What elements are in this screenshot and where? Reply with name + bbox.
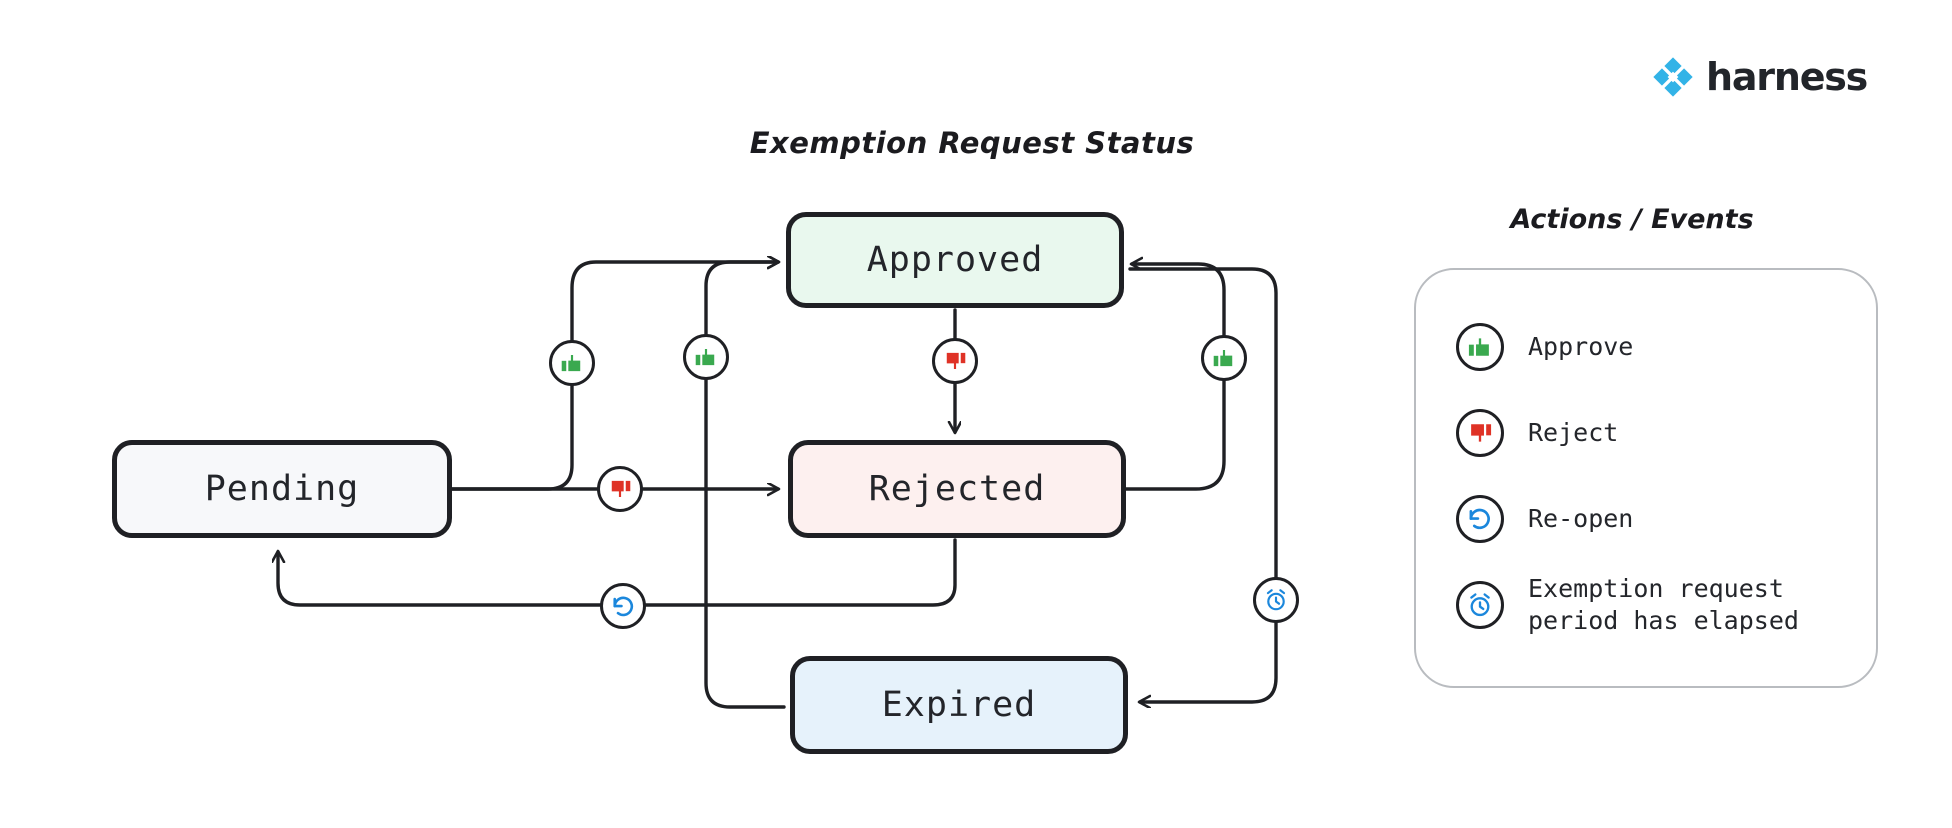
state-label-expired: Expired — [881, 685, 1037, 725]
thumbs-up-icon — [1456, 323, 1504, 371]
edge-pending-approved — [450, 262, 778, 491]
legend-item-approve: Approve — [1416, 304, 1876, 390]
edge-badge-reopen-rejected-pending[interactable] — [600, 583, 646, 629]
legend-title: Actions / Events — [1510, 204, 1754, 235]
edge-badge-elapsed-approved-expired[interactable] — [1253, 577, 1299, 623]
thumbs-up-icon — [1213, 349, 1233, 367]
legend-item-reopen: Re-open — [1416, 476, 1876, 562]
diagram-title: Exemption Request Status — [749, 126, 1195, 160]
legend-item-reject: Reject — [1416, 390, 1876, 476]
edge-rejected-approved — [1124, 264, 1226, 491]
state-label-pending: Pending — [204, 469, 360, 509]
harness-logo: harness — [1650, 54, 1868, 100]
alarm-clock-icon — [1266, 589, 1286, 611]
state-label-rejected: Rejected — [868, 469, 1046, 509]
state-node-expired[interactable]: Expired — [790, 656, 1128, 754]
thumbs-up-icon — [561, 354, 581, 372]
edge-badge-approve-rejected-approved[interactable] — [1201, 335, 1247, 381]
edge-badge-approve-pending-approved[interactable] — [549, 340, 595, 386]
state-label-approved: Approved — [866, 240, 1044, 280]
legend-label-approve: Approve — [1528, 332, 1634, 361]
thumbs-down-icon — [1456, 409, 1504, 457]
state-node-rejected[interactable]: Rejected — [788, 440, 1126, 538]
edge-badge-reject-pending-rejected[interactable] — [597, 466, 643, 512]
harness-diamond-icon — [1653, 57, 1693, 97]
legend-label-elapsed: Exemption request period has elapsed — [1528, 574, 1799, 635]
thumbs-up-icon — [695, 348, 715, 366]
edge-expired-approved — [704, 262, 786, 709]
legend-label-reject: Reject — [1528, 418, 1619, 447]
alarm-clock-icon — [1456, 581, 1504, 629]
re-open-icon — [612, 596, 633, 616]
thumbs-down-icon — [611, 480, 631, 498]
state-node-approved[interactable]: Approved — [786, 212, 1124, 308]
edge-approved-expired — [1128, 267, 1278, 702]
thumbs-down-icon — [946, 352, 966, 370]
edge-badge-reject-approved-rejected[interactable] — [932, 338, 978, 384]
harness-wordmark: harness — [1706, 55, 1868, 99]
legend-item-elapsed: Exemption request period has elapsed — [1416, 562, 1876, 648]
state-node-pending[interactable]: Pending — [112, 440, 452, 538]
edge-badge-approve-expired-approved[interactable] — [683, 334, 729, 380]
legend-label-reopen: Re-open — [1528, 504, 1634, 533]
legend-panel: Approve Reject Re-open — [1414, 268, 1878, 688]
re-open-icon — [1456, 495, 1504, 543]
